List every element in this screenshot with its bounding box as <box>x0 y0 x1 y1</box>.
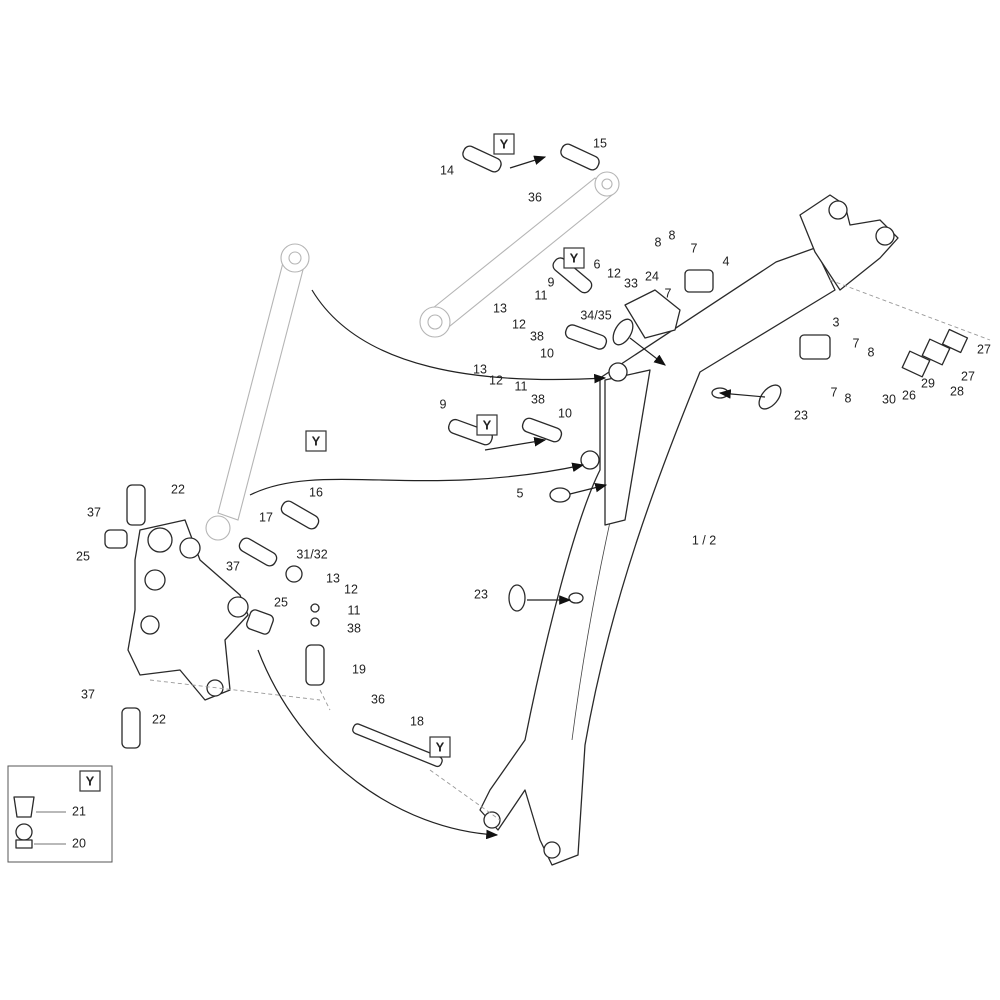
svg-text:Y: Y <box>86 773 95 788</box>
callout: 22 <box>171 482 185 496</box>
callout: 3 <box>833 315 840 329</box>
callout: 28 <box>950 384 964 398</box>
svg-text:Y: Y <box>436 739 445 754</box>
boom-arm <box>479 194 899 866</box>
callout: 37 <box>226 559 240 573</box>
callout: 34/35 <box>580 308 611 322</box>
callout: 5 <box>517 486 524 500</box>
callout: 37 <box>81 687 95 701</box>
callout: 27 <box>977 342 991 356</box>
inset-panel: Y 21 20 <box>7 765 113 863</box>
callout: 13 <box>493 301 507 315</box>
callout: 27 <box>961 369 975 383</box>
svg-text:Y: Y <box>570 250 579 265</box>
callout: 31/32 <box>296 547 327 561</box>
callout: 19 <box>352 662 366 676</box>
kit-marker-y: Y <box>305 430 327 452</box>
callout: 13 <box>326 571 340 585</box>
callout: 38 <box>347 621 361 635</box>
callout: 7 <box>665 286 672 300</box>
callout: 36 <box>528 190 542 204</box>
callout: 23 <box>794 408 808 422</box>
callout: 12 <box>607 266 621 280</box>
callout: 10 <box>540 346 554 360</box>
callout: 8 <box>655 235 662 249</box>
callout: 38 <box>530 329 544 343</box>
callout: 4 <box>723 254 730 268</box>
callout: 9 <box>440 397 447 411</box>
callout: 25 <box>274 595 288 609</box>
callout: 11 <box>535 288 548 302</box>
callout: 33 <box>624 276 638 290</box>
callout: 12 <box>344 582 358 596</box>
callout: 7 <box>691 241 698 255</box>
callout: 13 <box>473 362 487 376</box>
leader-lines <box>149 155 991 840</box>
svg-text:Y: Y <box>483 417 492 432</box>
callout: 23 <box>474 587 488 601</box>
callout: 37 <box>87 505 101 519</box>
callout: 29 <box>921 376 935 390</box>
callout: 8 <box>669 228 676 242</box>
callout: 7 <box>853 336 860 350</box>
callout: 9 <box>548 275 555 289</box>
callout: 30 <box>882 392 896 406</box>
callout: 17 <box>259 510 273 524</box>
callout: 12 <box>512 317 526 331</box>
kit-marker-y: Y <box>563 247 585 269</box>
callout: 22 <box>152 712 166 726</box>
callout: 12 <box>489 373 503 387</box>
callout: 14 <box>440 163 454 177</box>
boom-cylinder <box>205 243 310 541</box>
callout: 11 <box>515 379 528 393</box>
callout: 36 <box>371 692 385 706</box>
inset-callout: 20 <box>72 836 86 850</box>
callout: 6 <box>594 257 601 271</box>
kit-marker-y: Y <box>429 736 451 758</box>
callout: 8 <box>845 391 852 405</box>
callout: 24 <box>645 269 659 283</box>
inset-callout: 21 <box>72 804 86 818</box>
callout: 26 <box>902 388 916 402</box>
callout: 1 / 2 <box>692 533 716 547</box>
callout: 10 <box>558 406 572 420</box>
pins <box>104 143 969 768</box>
callout: 8 <box>868 345 875 359</box>
arm-cylinder <box>419 171 620 338</box>
callout: 18 <box>410 714 424 728</box>
callout: 15 <box>593 136 607 150</box>
svg-text:Y: Y <box>312 433 321 448</box>
callout: 7 <box>831 385 838 399</box>
kit-marker-y: Y <box>493 133 515 155</box>
callout: 25 <box>76 549 90 563</box>
callout: 11 <box>348 603 361 617</box>
callouts: 14 15 36 8 8 7 4 6 12 33 24 9 11 13 12 3… <box>76 136 991 728</box>
callout: 16 <box>309 485 323 499</box>
swing-bracket <box>127 519 249 701</box>
callout: 38 <box>531 392 545 406</box>
kit-marker-y: Y <box>476 414 498 436</box>
svg-text:Y: Y <box>500 136 509 151</box>
